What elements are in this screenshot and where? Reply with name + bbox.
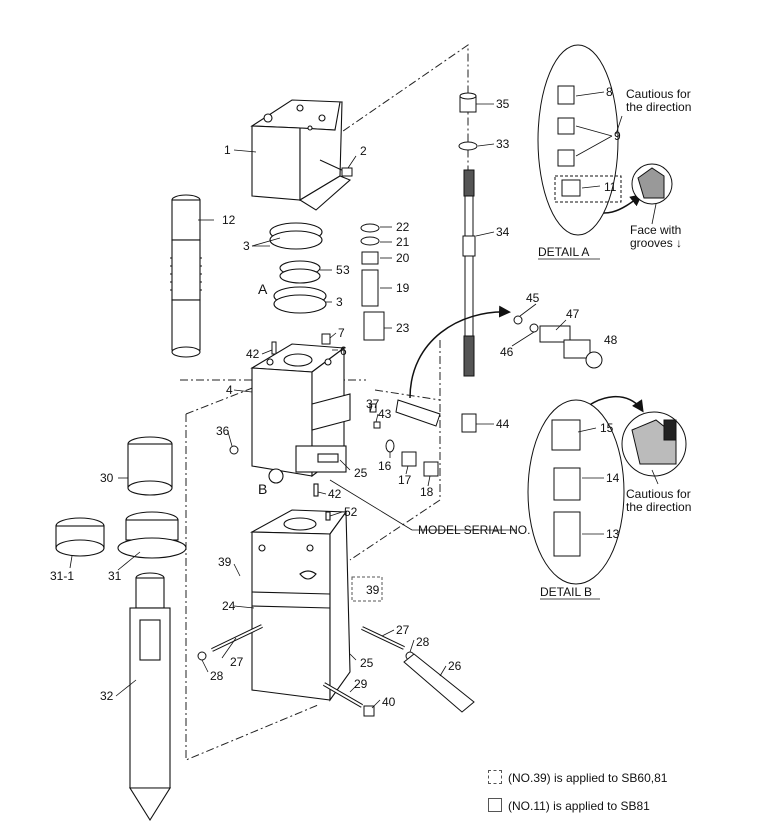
small-parts-45-48 <box>513 315 603 369</box>
label-part-16: 16 <box>378 459 392 473</box>
detail-b-note-line2: the direction <box>626 500 691 514</box>
label-part-48: 48 <box>604 333 618 347</box>
label-part-28b: 28 <box>416 635 430 649</box>
part-number-labels: 1 2 3 3 5 A 3 12 22 21 20 19 23 7 6 42 4… <box>50 85 621 709</box>
rings-group <box>269 222 327 314</box>
label-part-2: 2 <box>360 144 367 158</box>
legend-note-11-text: (NO.11) is applied to SB81 <box>508 799 650 813</box>
label-detail-B: B <box>258 481 267 497</box>
label-part-33: 33 <box>496 137 510 151</box>
small-parts-mid <box>229 399 441 477</box>
label-part-6: 6 <box>340 344 347 358</box>
label-part-8: 8 <box>606 85 613 99</box>
detail-arrows <box>409 194 644 419</box>
label-part-45: 45 <box>526 291 540 305</box>
label-part-9: 9 <box>614 129 621 143</box>
label-part-28a: 28 <box>210 669 224 683</box>
label-part-27b: 27 <box>396 623 410 637</box>
label-part-30: 30 <box>100 471 114 485</box>
part-cylinder-4 <box>250 343 351 484</box>
label-part-39b: 39 <box>366 583 380 597</box>
label-part-46: 46 <box>500 345 514 359</box>
detail-a-note-line2: the direction <box>626 100 691 114</box>
legend-note-11: (NO.11) is applied to SB81 <box>488 798 650 813</box>
part-chisel-32 <box>129 572 171 822</box>
label-part-3c: 3 <box>336 295 343 309</box>
front-bushes <box>55 436 187 559</box>
label-part-31: 31 <box>108 569 122 583</box>
label-part-5: 5 <box>336 263 343 277</box>
label-part-21: 21 <box>396 235 410 249</box>
part-piston-12 <box>170 194 202 358</box>
label-part-34: 34 <box>496 225 510 239</box>
detail-a-caption: DETAIL A <box>538 245 589 259</box>
label-part-29: 29 <box>354 677 368 691</box>
label-part-25a: 25 <box>354 466 368 480</box>
label-part-26: 26 <box>448 659 462 673</box>
part-bolt-2 <box>319 159 353 177</box>
label-part-24: 24 <box>222 599 236 613</box>
detail-b-note-line1: Cautious for <box>626 487 691 501</box>
label-part-20: 20 <box>396 251 410 265</box>
label-part-19: 19 <box>396 281 410 295</box>
label-part-22: 22 <box>396 220 410 234</box>
label-part-27a: 27 <box>230 655 244 669</box>
dashed-box-icon <box>488 770 502 784</box>
label-part-13: 13 <box>606 527 620 541</box>
label-part-4: 4 <box>226 383 233 397</box>
note-box-39 <box>351 576 383 602</box>
label-part-14: 14 <box>606 471 620 485</box>
detail-b-caption: DETAIL B <box>540 585 592 599</box>
label-part-42a: 42 <box>246 347 260 361</box>
detail-a-note-line1: Cautious for <box>626 87 691 101</box>
label-part-36: 36 <box>216 424 230 438</box>
detail-a-face-line1: Face with <box>630 223 681 237</box>
label-part-44: 44 <box>496 417 510 431</box>
leader-lines <box>69 91 659 709</box>
label-part-1: 1 <box>224 143 231 157</box>
label-part-47: 47 <box>566 307 580 321</box>
label-part-7: 7 <box>338 326 345 340</box>
model-serial-label: MODEL SERIAL NO. <box>418 523 530 537</box>
legend-note-39: (NO.39) is applied to SB60,81 <box>488 770 667 785</box>
part-back-head-24 <box>249 483 351 702</box>
label-part-12: 12 <box>222 213 236 227</box>
label-part-18: 18 <box>420 485 434 499</box>
label-part-3a: 3 <box>243 239 250 253</box>
label-part-23: 23 <box>396 321 410 335</box>
label-part-32: 32 <box>100 689 114 703</box>
valve-stack <box>360 223 385 341</box>
pins-and-bolts <box>197 624 475 717</box>
label-part-39a: 39 <box>218 555 232 569</box>
label-part-42b: 42 <box>328 487 342 501</box>
label-detail-A: A <box>258 281 268 297</box>
solid-box-icon <box>488 798 502 812</box>
accumulator-rod <box>458 92 478 433</box>
detail-a-face-line2: grooves ↓ <box>630 236 682 250</box>
label-part-25b: 25 <box>360 656 374 670</box>
legend-note-39-text: (NO.39) is applied to SB60,81 <box>508 771 668 785</box>
detail-b-view <box>527 399 687 585</box>
label-part-15: 15 <box>600 421 614 435</box>
label-part-43: 43 <box>378 407 392 421</box>
label-part-3b: 3 <box>343 263 350 277</box>
label-part-37: 37 <box>366 397 380 411</box>
label-part-35: 35 <box>496 97 510 111</box>
label-part-17: 17 <box>398 473 412 487</box>
label-part-52: 52 <box>344 505 358 519</box>
part-front-head <box>250 99 352 211</box>
label-part-40: 40 <box>382 695 396 709</box>
label-part-11: 11 <box>604 180 617 194</box>
label-part-31-1: 31-1 <box>50 569 74 583</box>
